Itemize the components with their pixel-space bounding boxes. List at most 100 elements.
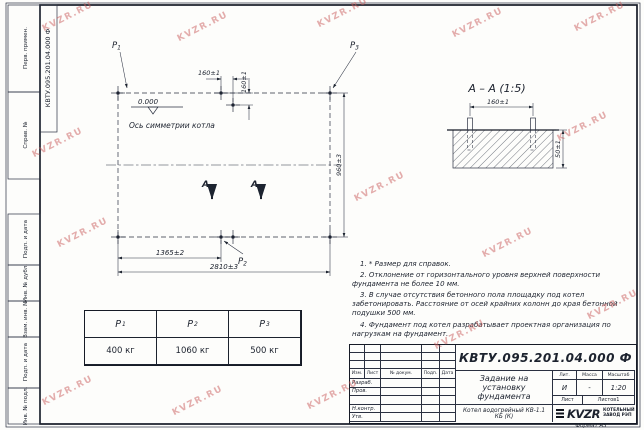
doc-number: КВТУ.095.201.04.000 Ф xyxy=(456,345,635,371)
scale-value: 1:20 xyxy=(603,380,635,396)
note-item: 1. * Размер для справок. xyxy=(360,260,451,268)
empty-cell xyxy=(422,387,440,397)
dimension-width: 2810±3 xyxy=(117,240,331,276)
dimension-top-horizontal: 160±1 xyxy=(198,69,248,102)
svg-text:160±1: 160±1 xyxy=(198,69,220,77)
empty-cell xyxy=(422,361,440,369)
col-header-izm: Изм. xyxy=(350,369,365,379)
empty-cell xyxy=(381,361,422,369)
empty-cell xyxy=(440,353,456,361)
empty-cell xyxy=(440,404,456,414)
leader-line xyxy=(223,240,244,255)
empty-cell xyxy=(381,413,422,422)
title-block-right: КВТУ.095.201.04.000 Ф Задание на установ… xyxy=(456,345,635,422)
col-header-docnum: № докум. xyxy=(381,369,422,379)
notes-block: 1. * Размер для справок. 2. Отклонение о… xyxy=(352,260,635,341)
anchor-bolt-embedded xyxy=(467,130,536,151)
empty-cell xyxy=(440,387,456,397)
svg-text:50±1: 50±1 xyxy=(554,140,562,158)
empty-cell xyxy=(365,361,381,369)
mass-label: Масса xyxy=(577,371,603,380)
dimension-half-width: 1365±2 xyxy=(117,240,222,262)
axis-label: Ось симметрии котла xyxy=(129,121,215,130)
role-blank xyxy=(350,396,381,405)
section-view: А – А (1:5) 160±1 xyxy=(447,82,567,169)
empty-cell xyxy=(381,404,422,414)
svg-text:1365±2: 1365±2 xyxy=(156,249,185,257)
title-block-left: Изм. Лист № докум. Подп. Дата Разраб. Пр… xyxy=(350,345,456,422)
empty-cell xyxy=(350,361,365,369)
scale-label: Масштаб xyxy=(603,371,635,380)
drawing-title-cell: Задание на установку фундамента Котел во… xyxy=(456,371,553,422)
anchor-bolt xyxy=(467,117,473,131)
col-header-list: Лист xyxy=(365,369,381,379)
title-block-meta: Лит. Масса Масштаб И - 1:20 Лист Листов … xyxy=(553,371,635,422)
dimension-top-vertical: 160±1 xyxy=(224,71,253,120)
load-point-label-p2: P2 xyxy=(238,257,247,268)
note-item: 4. Фундамент под котел разрабатывает про… xyxy=(352,320,611,338)
load-table-value-p1: 400 кг xyxy=(85,338,157,365)
role-nkontr: Н.контр. xyxy=(350,404,381,414)
empty-cell xyxy=(422,345,440,353)
col-header-podp: Подп. xyxy=(422,369,440,379)
dimension-pad-height: 50±1 xyxy=(554,129,567,169)
kvzr-logo-text: KVZR xyxy=(567,406,601,421)
section-letter: A xyxy=(250,180,258,190)
level-mark-value: 0.000 xyxy=(138,98,159,106)
empty-cell xyxy=(381,396,422,405)
empty-cell xyxy=(365,353,381,361)
lit-value: И xyxy=(553,380,577,396)
dimension-bolt-spacing: 160±1 xyxy=(469,98,534,116)
role-razrab: Разраб. xyxy=(350,379,381,388)
left-strip: Перв. примен. Справ. № Подп. и дата Инв.… xyxy=(7,4,41,425)
empty-cell xyxy=(381,379,422,388)
load-point-label-p3: P3 xyxy=(350,41,359,52)
empty-cell xyxy=(422,353,440,361)
concrete-pad xyxy=(452,129,554,169)
role-prov: Пров. xyxy=(350,387,381,397)
section-title: А – А (1:5) xyxy=(467,82,525,95)
lit-label: Лит. xyxy=(553,371,577,380)
strip-label: Подп. и дата xyxy=(23,220,29,258)
title-block: Изм. Лист № докум. Подп. Дата Разраб. Пр… xyxy=(349,344,637,424)
load-table-value-p2: 1060 кг xyxy=(157,338,229,365)
empty-cell xyxy=(381,345,422,353)
load-table-value-p3: 500 кг xyxy=(229,338,301,365)
mass-value: - xyxy=(577,380,603,396)
format-label: Формат А3 xyxy=(575,423,607,429)
section-letter: A xyxy=(201,180,209,190)
col-header-data: Дата xyxy=(440,369,456,379)
empty-cell xyxy=(440,361,456,369)
strip-label: Инв. № дубл. xyxy=(23,264,29,302)
corner-stamp: КВТУ.095.201.04.000 Ф xyxy=(39,4,58,133)
sheets-label: Листов xyxy=(597,397,617,403)
strip-label: Справ. № xyxy=(23,121,29,148)
kvzr-logo-caption: КОТЕЛЬНЫЙ ЗАВОД РЭП xyxy=(603,407,635,418)
empty-cell xyxy=(381,353,422,361)
empty-cell xyxy=(422,379,440,388)
empty-cell xyxy=(422,413,440,422)
outer-border xyxy=(5,2,641,428)
strip-label: Перв. примен. xyxy=(23,27,29,69)
anchor-bolt xyxy=(530,117,536,131)
empty-cell xyxy=(422,396,440,405)
sheet-label: Лист xyxy=(553,396,583,405)
empty-cell xyxy=(422,404,440,414)
leader-line xyxy=(332,51,357,89)
dimension-height: 960±3 xyxy=(333,92,348,238)
empty-cell xyxy=(440,396,456,405)
drawing-title: Задание на установку фундамента xyxy=(456,371,552,405)
note-item: 2. Отклонение от горизонтального уровня … xyxy=(352,271,601,289)
empty-cell xyxy=(440,345,456,353)
empty-cell xyxy=(350,345,365,353)
corner-stamp-text: КВТУ.095.201.04.000 Ф xyxy=(44,28,52,107)
empty-cell xyxy=(440,379,456,388)
sheets-value: 1 xyxy=(616,397,620,403)
strip-label: Подп. и дата xyxy=(23,343,29,381)
svg-text:2810±3: 2810±3 xyxy=(210,263,238,271)
